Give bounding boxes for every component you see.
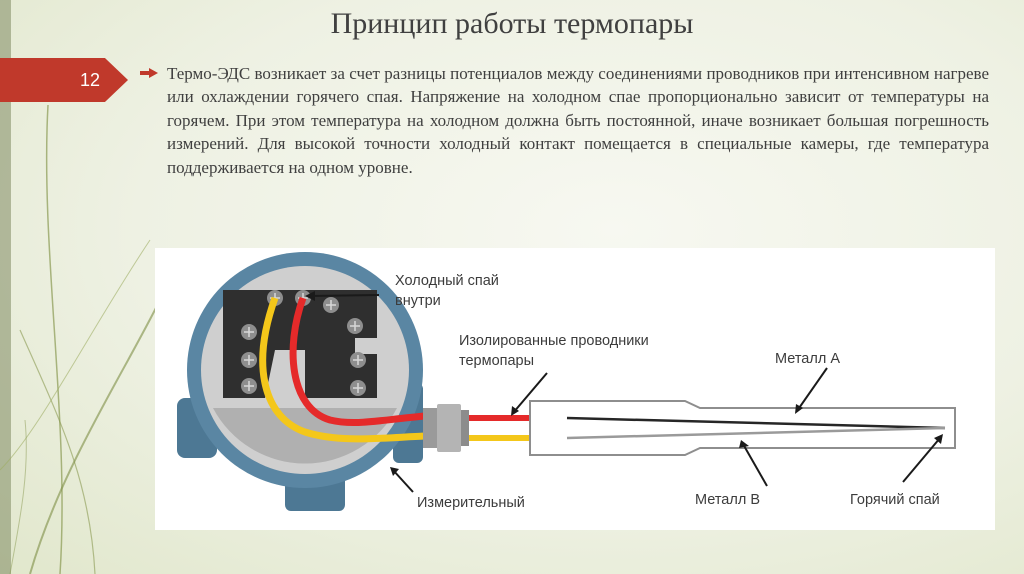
slide-number-ribbon bbox=[0, 58, 128, 102]
body-paragraph: Термо-ЭДС возникает за счет разницы поте… bbox=[167, 64, 989, 177]
gland-body bbox=[437, 404, 461, 452]
insulated-wires-label-line2: термопары bbox=[459, 353, 534, 369]
gland-thread bbox=[461, 410, 469, 446]
cold-junction-label-line2: внутри bbox=[395, 293, 441, 309]
label-pointers bbox=[308, 294, 941, 493]
gland-nut bbox=[423, 408, 437, 448]
slide-title: Принцип работы термопары bbox=[330, 7, 694, 40]
slide-number: 12 bbox=[79, 70, 101, 90]
insulated-wires-label-line1: Изолированные проводники bbox=[459, 333, 649, 349]
metal-a-label: Металл А bbox=[775, 351, 840, 367]
bullet-arrow-icon bbox=[140, 68, 158, 78]
left-accent-bar bbox=[0, 0, 11, 574]
thermocouple-diagram: Холодный спай внутри Изолированные прово… bbox=[155, 248, 995, 530]
hot-junction-label: Горячий спай bbox=[850, 492, 940, 508]
metal-b-label: Металл В bbox=[695, 492, 760, 508]
metal-b-wire bbox=[566, 426, 946, 440]
cold-junction-label-line1: Холодный спай bbox=[395, 273, 499, 289]
yellow-wire-inside bbox=[259, 296, 426, 443]
probe-sheath bbox=[529, 400, 956, 456]
decorative-swooshes bbox=[0, 104, 161, 574]
measuring-label: Измерительный bbox=[417, 495, 525, 511]
red-wire-inside bbox=[289, 296, 426, 427]
metal-a-wire bbox=[566, 416, 946, 430]
pointer-arrowheads bbox=[305, 291, 943, 476]
